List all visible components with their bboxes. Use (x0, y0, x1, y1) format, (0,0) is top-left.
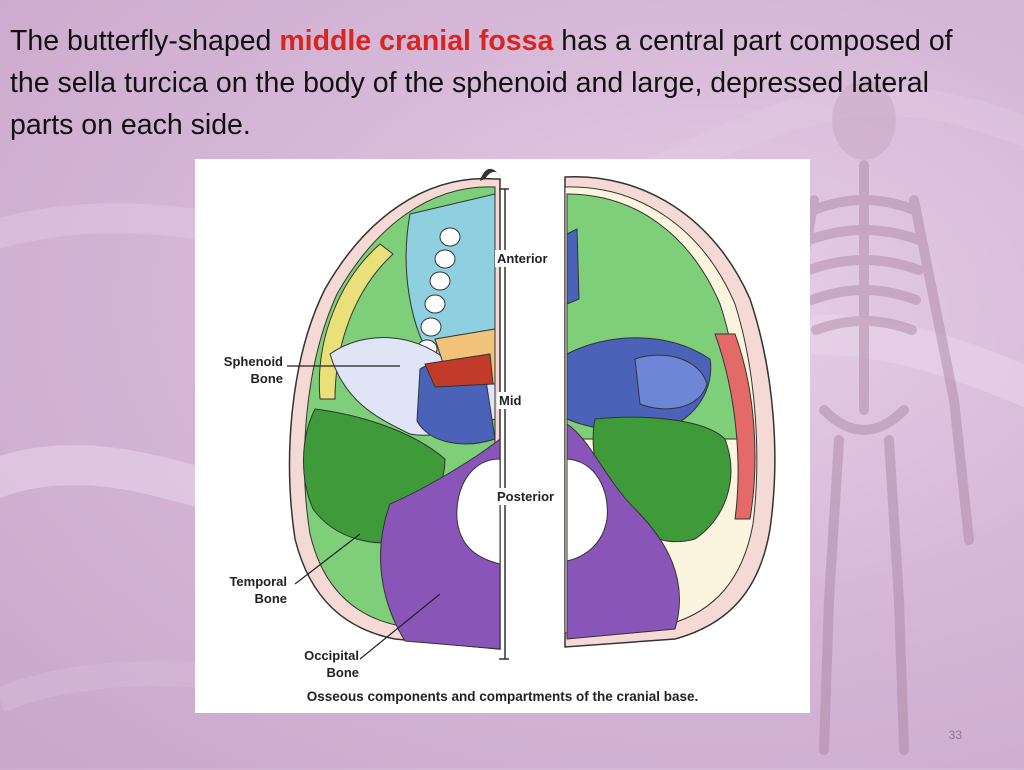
figure-caption: Osseous components and compartments of t… (306, 689, 699, 704)
label-sphenoid-line2: Bone (250, 371, 284, 386)
label-sphenoid-line1: Sphenoid (223, 354, 283, 369)
text-before-highlight: The butterfly-shaped (10, 25, 280, 57)
page-number: 33 (948, 728, 962, 742)
label-anterior: Anterior (495, 250, 550, 267)
label-occipital-line1: Occipital (304, 648, 359, 663)
right-half (564, 176, 776, 648)
cranial-base-figure: Sphenoid Bone Temporal Bone Occipital Bo… (195, 159, 810, 713)
label-occipital-line2: Bone (326, 665, 360, 680)
label-posterior: Posterior (495, 488, 557, 505)
slide-paragraph: The butterfly-shaped middle cranial foss… (10, 20, 1000, 146)
left-half (288, 168, 501, 650)
compartment-bracket (499, 188, 509, 660)
label-mid: Mid (497, 392, 524, 409)
label-sphenoid-bone: Sphenoid Bone (205, 353, 283, 387)
text-after-highlight: has a central part composed of the sella… (10, 25, 953, 141)
highlight-term: middle cranial fossa (279, 25, 554, 57)
label-temporal-bone: Temporal Bone (205, 573, 287, 607)
label-temporal-line2: Bone (254, 591, 288, 606)
cranial-base-illustration (287, 168, 776, 660)
label-occipital-bone: Occipital Bone (275, 647, 359, 681)
label-temporal-line1: Temporal (229, 574, 287, 589)
pointer-lines (287, 365, 441, 660)
